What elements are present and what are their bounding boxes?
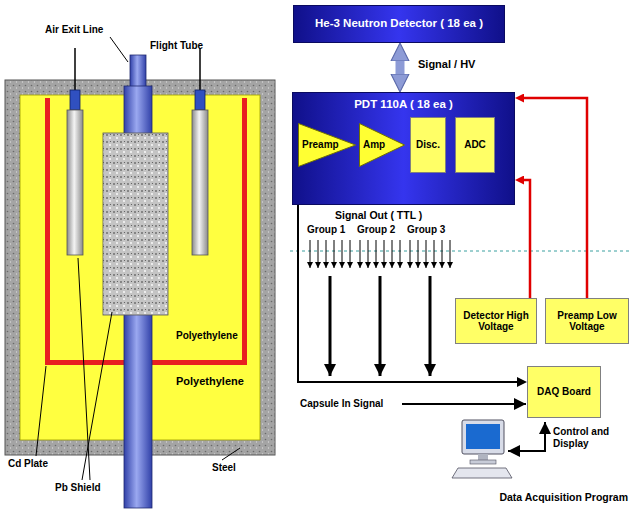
signal-label: Control and Display [553,426,629,449]
part-label: Polyethylene [176,330,238,342]
daq-box: DAQ Board [527,366,601,418]
node-text: Disc. [416,139,440,151]
signal-label: Signal Out ( TTL ) [335,209,422,221]
group-label: Group 2 [357,224,395,236]
node-text: DAQ Board [537,386,591,398]
node-text: Detector High Voltage [456,310,536,333]
part-label: Cd Plate [8,458,48,470]
node-text: ADC [464,139,486,151]
connector [524,98,587,298]
part-label: Steel [212,462,236,474]
adc-box: ADC [455,117,495,173]
module-box: PDT 110A ( 18 ea ) Preamp Amp Disc. ADC [292,92,515,205]
node-text: Preamp [298,139,339,151]
group-label: Group 3 [407,224,445,236]
connector [396,61,405,74]
amp-triangle: Amp [359,123,405,167]
program-label: Data Acquisition Program [499,491,628,503]
disc-box: Disc. [410,117,446,173]
group-label: Group 1 [307,224,345,236]
node-text: He-3 Neutron Detector ( 18 ea ) [315,17,483,30]
part-label: Flight Tube [150,40,203,52]
node-text: Amp [359,139,385,151]
node-text: Preamp Low Voltage [546,310,628,333]
part-label: Air Exit Line [45,24,103,36]
node-text: PDT 110A ( 18 ea ) [354,98,453,111]
connector [524,180,530,298]
detector-box: He-3 Neutron Detector ( 18 ea ) [293,5,505,43]
signal-label: Capsule In Signal [300,398,383,410]
part-label: Polyethylene [176,375,244,388]
connector [298,205,517,382]
lv-supply-box: Preamp Low Voltage [545,298,629,344]
hv-supply-box: Detector High Voltage [455,298,537,344]
edge-label: Signal / HV [418,58,475,71]
preamp-triangle: Preamp [298,123,356,167]
computer-icon [452,420,512,478]
part-label: Pb Shield [55,482,101,494]
